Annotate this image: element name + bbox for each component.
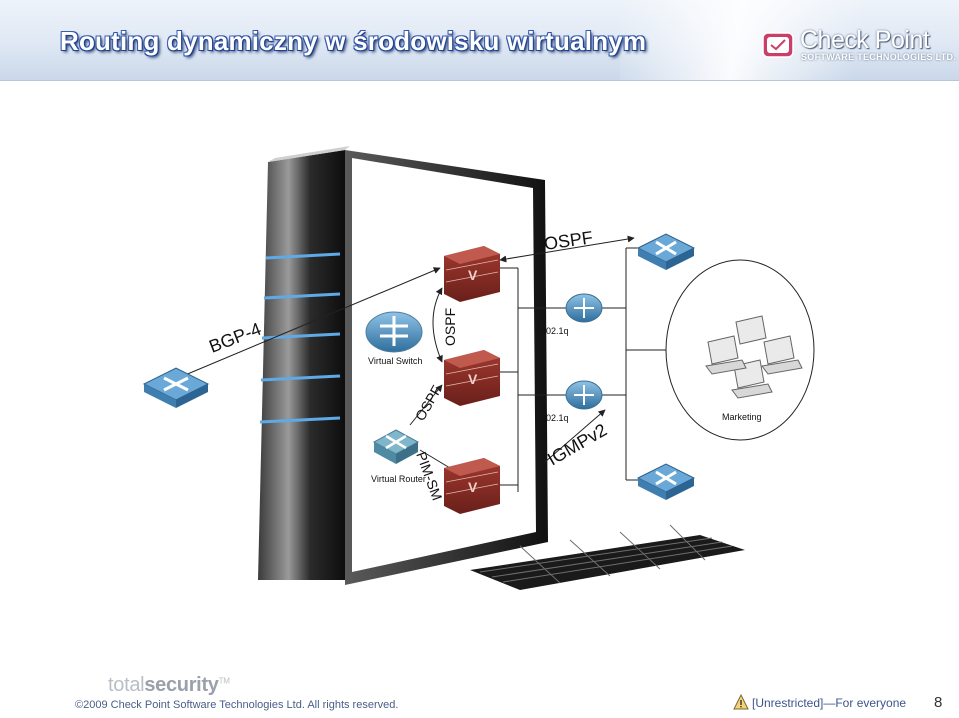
check-point-logo-icon xyxy=(762,32,794,58)
virtual-router xyxy=(372,429,420,464)
svg-text:V: V xyxy=(468,267,478,283)
vlan-router-2 xyxy=(565,380,603,410)
ospf-top-label: OSPF xyxy=(543,227,594,254)
ospf-top-link-arrow xyxy=(499,235,635,263)
vlan-label-1: 802.1q xyxy=(541,326,569,336)
bgp-link-arrow xyxy=(177,267,441,379)
svg-text:V: V xyxy=(468,371,478,387)
ospf-diag-arrow xyxy=(409,384,443,426)
igmp-label: IGMPv2 xyxy=(544,420,610,470)
laptop-icon xyxy=(705,315,803,399)
copyright-text: ©2009 Check Point Software Technologies … xyxy=(75,699,399,711)
svg-text:V: V xyxy=(468,479,478,495)
firewall-bottom: V xyxy=(444,458,500,514)
vlan-router-1 xyxy=(565,293,603,323)
logo-name: Check Point xyxy=(800,26,930,54)
logo-subtitle: SOFTWARE TECHNOLOGIES LTD. xyxy=(801,52,957,62)
firewall-top: V xyxy=(444,246,500,302)
keyboard xyxy=(470,524,745,590)
brand-light: total xyxy=(108,674,145,696)
external-router-top-right xyxy=(636,233,696,270)
firewall-middle: V xyxy=(444,350,500,406)
connection-lines xyxy=(177,235,670,493)
brand-tm: TM xyxy=(218,676,230,686)
ospf-vertical-arrow xyxy=(432,287,443,363)
ospf-vertical-label: OSPF xyxy=(442,308,458,346)
external-router-bottom-right xyxy=(636,463,696,500)
slide-number: 8 xyxy=(934,694,943,711)
vlan-label-2: 802.1q xyxy=(541,413,569,423)
slide-title: Routing dynamiczny w środowisku wirtualn… xyxy=(60,26,647,56)
classification-label: [Unrestricted]—For everyone xyxy=(752,696,907,710)
bgp-label: BGP-4 xyxy=(206,319,264,357)
igmp-arrow xyxy=(544,409,606,463)
slide-header: Routing dynamiczny w środowisku wirtualn… xyxy=(0,0,959,81)
footer-brand: totalsecurityTM xyxy=(108,674,230,697)
virtual-router-label: Virtual Router xyxy=(371,474,426,484)
marketing-label: Marketing xyxy=(722,412,762,422)
external-router-left xyxy=(142,367,210,408)
virtual-switch xyxy=(365,311,423,353)
network-diagram: Virtual Switch Virtual Router V V V 802.… xyxy=(142,146,815,590)
marketing-network xyxy=(665,259,815,441)
brand-bold: security xyxy=(144,674,219,696)
virtual-switch-label: Virtual Switch xyxy=(368,356,422,366)
warning-icon xyxy=(733,694,749,710)
